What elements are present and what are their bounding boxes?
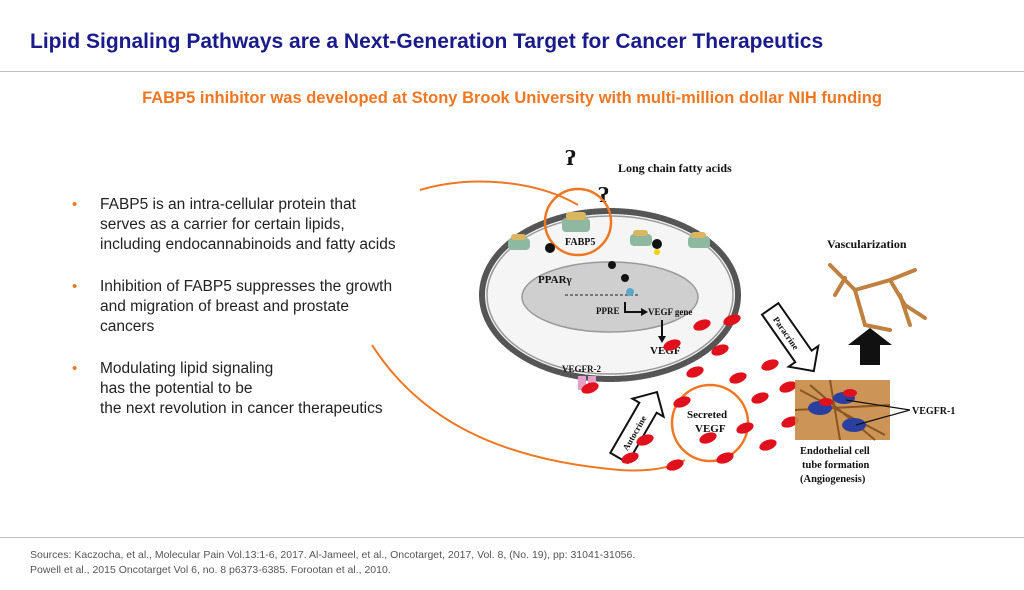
bullet-marker: •: [72, 278, 78, 295]
vegf-particle: [723, 314, 741, 326]
ppre-label: PPRE: [596, 306, 620, 316]
bullet-text: FABP5 is an intra-cellular protein that …: [100, 196, 396, 253]
lipid-dot: [654, 249, 660, 255]
vascularization-label: Vascularization: [827, 237, 907, 251]
bullet-item: • Inhibition of FABP5 suppresses the gro…: [72, 277, 472, 337]
vegfr2-label: VEGFR-2: [562, 364, 601, 374]
secreted-label: Secreted: [687, 409, 727, 421]
sources: Sources: Kaczocha, et al., Molecular Pai…: [30, 548, 635, 578]
fatty-acid-icon: ʔ: [565, 146, 576, 170]
up-arrow: [848, 328, 892, 365]
bullet-text: Inhibition of FABP5 suppresses the growt…: [100, 278, 393, 335]
vegf-particle: [779, 381, 797, 393]
vegf-particle: [843, 389, 857, 397]
bullet-marker: •: [72, 360, 78, 377]
fabp5-label: FABP5: [565, 237, 595, 248]
bullet-item: • FABP5 is an intra-cellular protein tha…: [72, 195, 472, 255]
source-line: Sources: Kaczocha, et al., Molecular Pai…: [30, 549, 636, 561]
vegf-particle: [666, 459, 684, 471]
vegf-particle: [699, 432, 717, 444]
vegfr2-receptor: [578, 376, 586, 390]
fabp5-protein-icon: [508, 234, 530, 250]
fabp5-highlight-circle: [543, 187, 613, 257]
footer-divider: [0, 537, 1024, 538]
vegfr1-receptor: [842, 418, 866, 432]
endothelial-cluster: [794, 379, 891, 441]
vegf-pathway-diagram: ʔ ʔ Long chain fatty acids FABP5 PPARγ P…: [479, 146, 955, 485]
vegf-particle: [686, 366, 704, 378]
vegf-particle: [636, 434, 654, 446]
slide-title: Lipid Signaling Pathways are a Next-Gene…: [30, 30, 824, 53]
fabp5-protein-icon: [562, 212, 590, 232]
vessel-network: [828, 263, 927, 332]
endothelial-label: (Angiogenesis): [800, 474, 866, 485]
lipid-dot: [621, 274, 629, 282]
title-divider: [0, 71, 1024, 72]
nucleus: [521, 261, 699, 333]
vegf-particle: [819, 398, 833, 406]
bullet-item: • Modulating lipid signaling has the pot…: [72, 359, 472, 419]
long-chain-label: Long chain fatty acids: [618, 161, 732, 175]
vegf-particle: [711, 344, 729, 356]
endothelial-label: Endothelial cell: [800, 446, 870, 457]
bullet-text: Modulating lipid signaling has the poten…: [100, 360, 383, 417]
vegf-particle: [729, 372, 747, 384]
vegf-particle: [716, 452, 734, 464]
receptor-dot: [626, 288, 634, 296]
vegf-particle: [693, 319, 711, 331]
vegfr1-label: VEGFR-1: [912, 406, 955, 417]
vegf-particle: [673, 396, 691, 408]
connector-curve: [419, 180, 579, 206]
vegf-particles: [581, 314, 799, 471]
vegf-particle: [736, 422, 754, 434]
vegf-particle: [621, 452, 639, 464]
lipid-dot: [652, 239, 662, 249]
vegf-particle: [581, 382, 599, 394]
arrowhead: [641, 308, 648, 316]
lipid-dot: [545, 243, 555, 253]
fatty-acid-icon: ʔ: [598, 183, 609, 207]
vegf-gene-label: VEGF gene: [648, 307, 692, 317]
arrowhead: [658, 336, 666, 343]
vegf-particle: [761, 359, 779, 371]
ppar-label: PPARγ: [538, 274, 572, 286]
bullet-list: • FABP5 is an intra-cellular protein tha…: [72, 195, 472, 441]
fabp5-protein-icon: [630, 230, 652, 246]
vegf-particle: [759, 439, 777, 451]
bullet-marker: •: [72, 196, 78, 213]
lipid-dot: [608, 261, 616, 269]
slide-subtitle: FABP5 inhibitor was developed at Stony B…: [142, 89, 882, 107]
secreted-vegf-label: VEGF: [695, 423, 726, 435]
vegf-particle: [751, 392, 769, 404]
vegfr1-pointer-lines: [845, 399, 911, 426]
endothelial-label: tube formation: [802, 460, 870, 471]
vegf-particle: [663, 339, 681, 351]
connector-curve: [371, 344, 686, 472]
transcription-arrow: [624, 302, 645, 313]
fabp5-protein-icon: [688, 232, 710, 248]
vegf-particle: [781, 416, 799, 428]
source-line: Powell et al., 2015 Oncotarget Vol 6, no…: [30, 564, 391, 576]
